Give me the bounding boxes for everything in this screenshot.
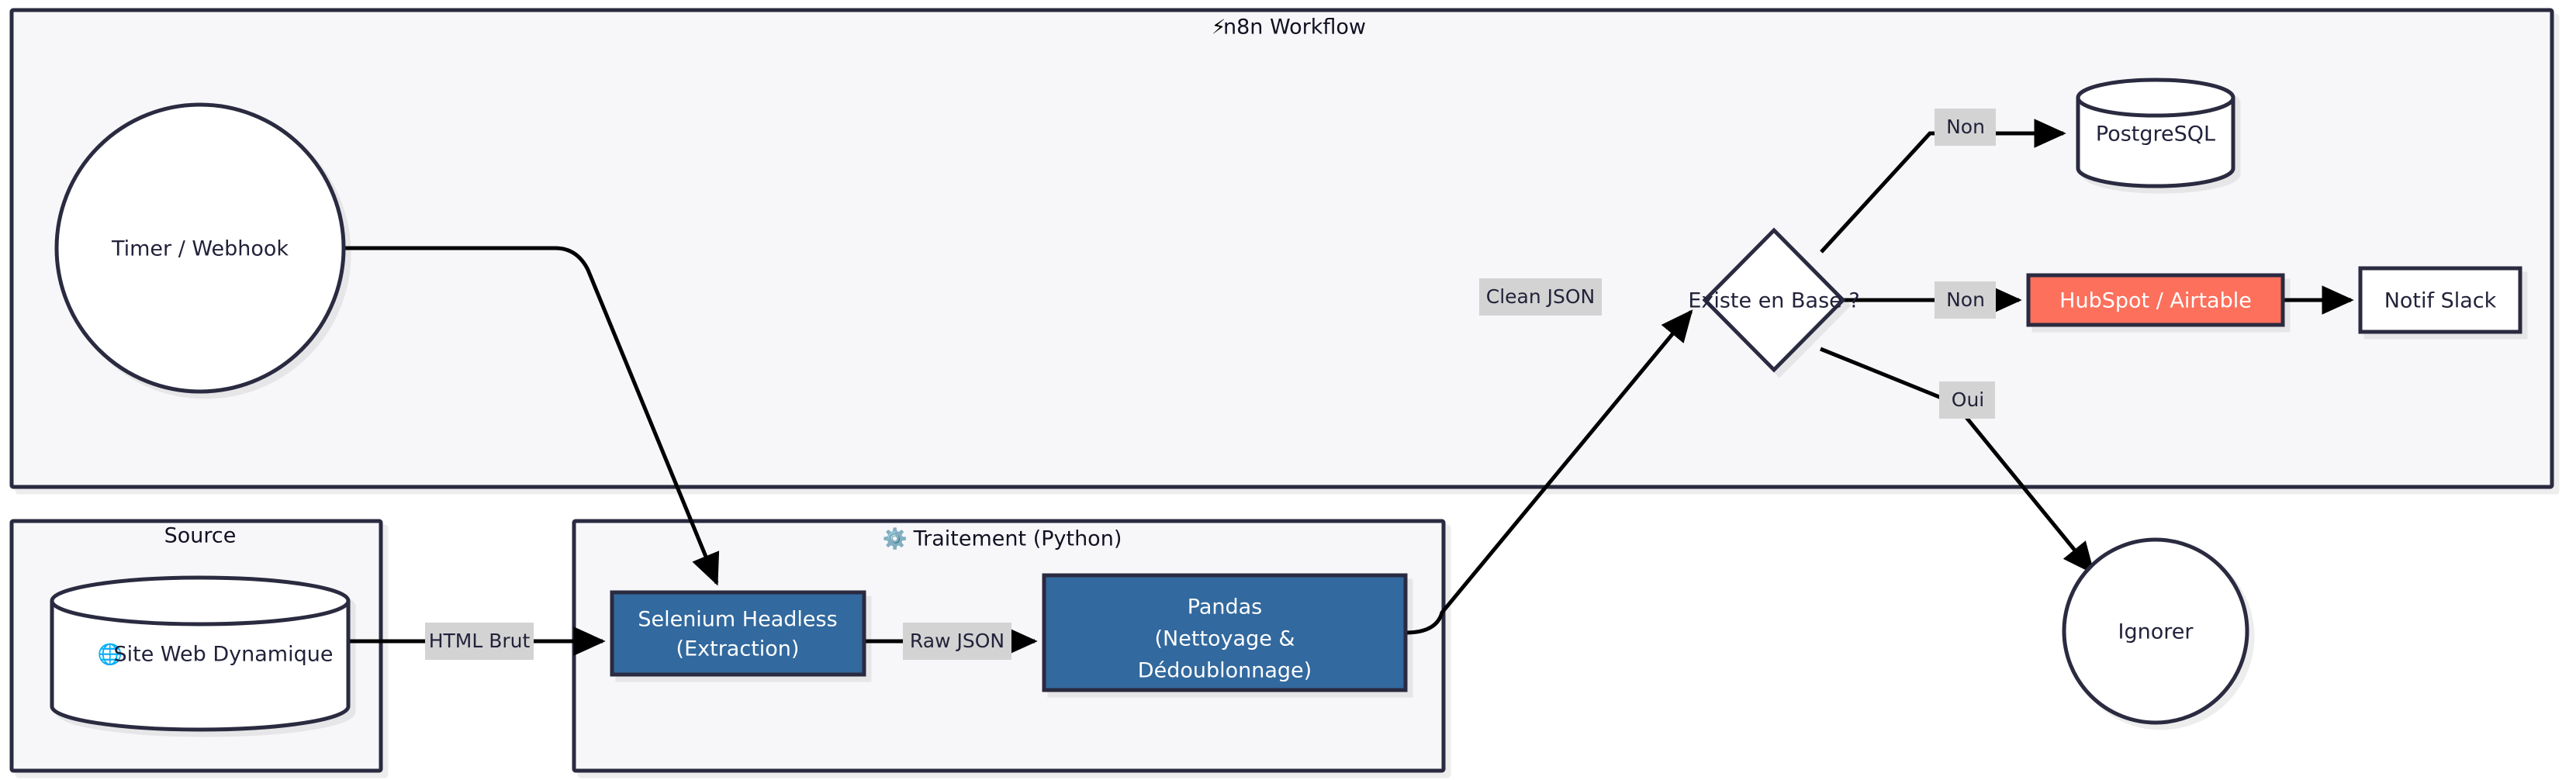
edge-label-raw-json: Raw JSON <box>903 623 1011 660</box>
globe-icon: 🌐 <box>98 643 123 667</box>
node-slack-label: Notif Slack <box>2384 289 2497 313</box>
node-site-web-dynamique[interactable]: 🌐 Site Web Dynamique <box>50 575 351 732</box>
node-existe-shape <box>1702 227 1846 373</box>
cluster-traitement-title: Traitement (Python) <box>913 527 1122 551</box>
node-pandas-label-1: Pandas <box>1188 595 1262 620</box>
node-ignorer[interactable]: Ignorer <box>2062 537 2249 725</box>
edge-label-non-postgres-text: Non <box>1946 116 1985 138</box>
node-postgresql[interactable]: PostgreSQL <box>2076 78 2235 188</box>
lightning-bolt-icon: ⚡ <box>1212 16 1226 40</box>
node-ignorer-label: Ignorer <box>2118 620 2194 644</box>
node-pandas-label-3: Dédoublonnage) <box>1138 659 1312 683</box>
edge-label-html-brut-text: HTML Brut <box>429 630 531 652</box>
node-pandas-label-2: (Nettoyage & <box>1155 627 1295 651</box>
cluster-source-title: Source <box>164 524 237 548</box>
edge-label-oui-ignorer: Oui <box>1939 381 1995 419</box>
node-selenium-shape <box>610 590 866 677</box>
edge-label-oui-ignorer-text: Oui <box>1952 388 1984 411</box>
node-pandas[interactable]: Pandas (Nettoyage & Dédoublonnage) <box>1042 573 1408 692</box>
node-timer-label: Timer / Webhook <box>111 237 289 261</box>
node-postgres-label: PostgreSQL <box>2096 123 2215 147</box>
node-site-label: Site Web Dynamique <box>114 643 334 667</box>
edge-label-non-hubspot: Non <box>1935 281 1996 319</box>
node-existe-en-base[interactable]: Existe en Base ? <box>1688 227 1860 373</box>
node-selenium-label-1: Selenium Headless <box>638 608 837 632</box>
gear-icon: ⚙️ <box>883 527 908 551</box>
node-site-cylinder-body <box>50 601 351 732</box>
cluster-n8n-box <box>9 8 2554 489</box>
node-pandas-shape <box>1042 573 1408 692</box>
cluster-n8n-workflow: ⚡ n8n Workflow <box>9 8 2554 489</box>
node-hubspot-shape <box>2026 273 2285 327</box>
edge-label-non-postgres: Non <box>1935 109 1996 146</box>
edge-label-html-brut: HTML Brut <box>425 623 534 660</box>
node-slack-shape <box>2358 266 2522 334</box>
edge-label-non-hubspot-text: Non <box>1946 288 1985 311</box>
edge-pandas-to-exists <box>1405 309 1693 635</box>
node-notif-slack[interactable]: Notif Slack <box>2358 266 2522 334</box>
edge-exists-to-postgres <box>1820 119 2066 254</box>
cluster-n8n-title: n8n Workflow <box>1223 16 1366 40</box>
node-site-cylinder-top <box>50 575 351 626</box>
node-hubspot-label: HubSpot / Airtable <box>2059 289 2252 313</box>
edge-timer-to-selenium <box>344 246 720 586</box>
node-existe-label: Existe en Base ? <box>1688 289 1859 313</box>
node-ignorer-shape <box>2062 537 2249 725</box>
node-timer-webhook[interactable]: Timer / Webhook <box>54 102 346 394</box>
node-postgres-cylinder-top <box>2076 78 2235 118</box>
node-selenium-headless[interactable]: Selenium Headless (Extraction) <box>610 590 866 677</box>
node-postgres-cylinder-body <box>2076 98 2235 188</box>
node-timer-shape <box>54 102 346 394</box>
edge-label-layer: HTML Brut Raw JSON Clean JSON Non Non Ou… <box>425 109 1996 660</box>
node-selenium-label-2: (Extraction) <box>676 637 800 661</box>
edge-label-raw-json-text: Raw JSON <box>910 630 1004 652</box>
edge-label-clean-json: Clean JSON <box>1479 278 1602 316</box>
edge-label-clean-json-text: Clean JSON <box>1486 285 1596 308</box>
node-hubspot-airtable[interactable]: HubSpot / Airtable <box>2026 273 2285 327</box>
